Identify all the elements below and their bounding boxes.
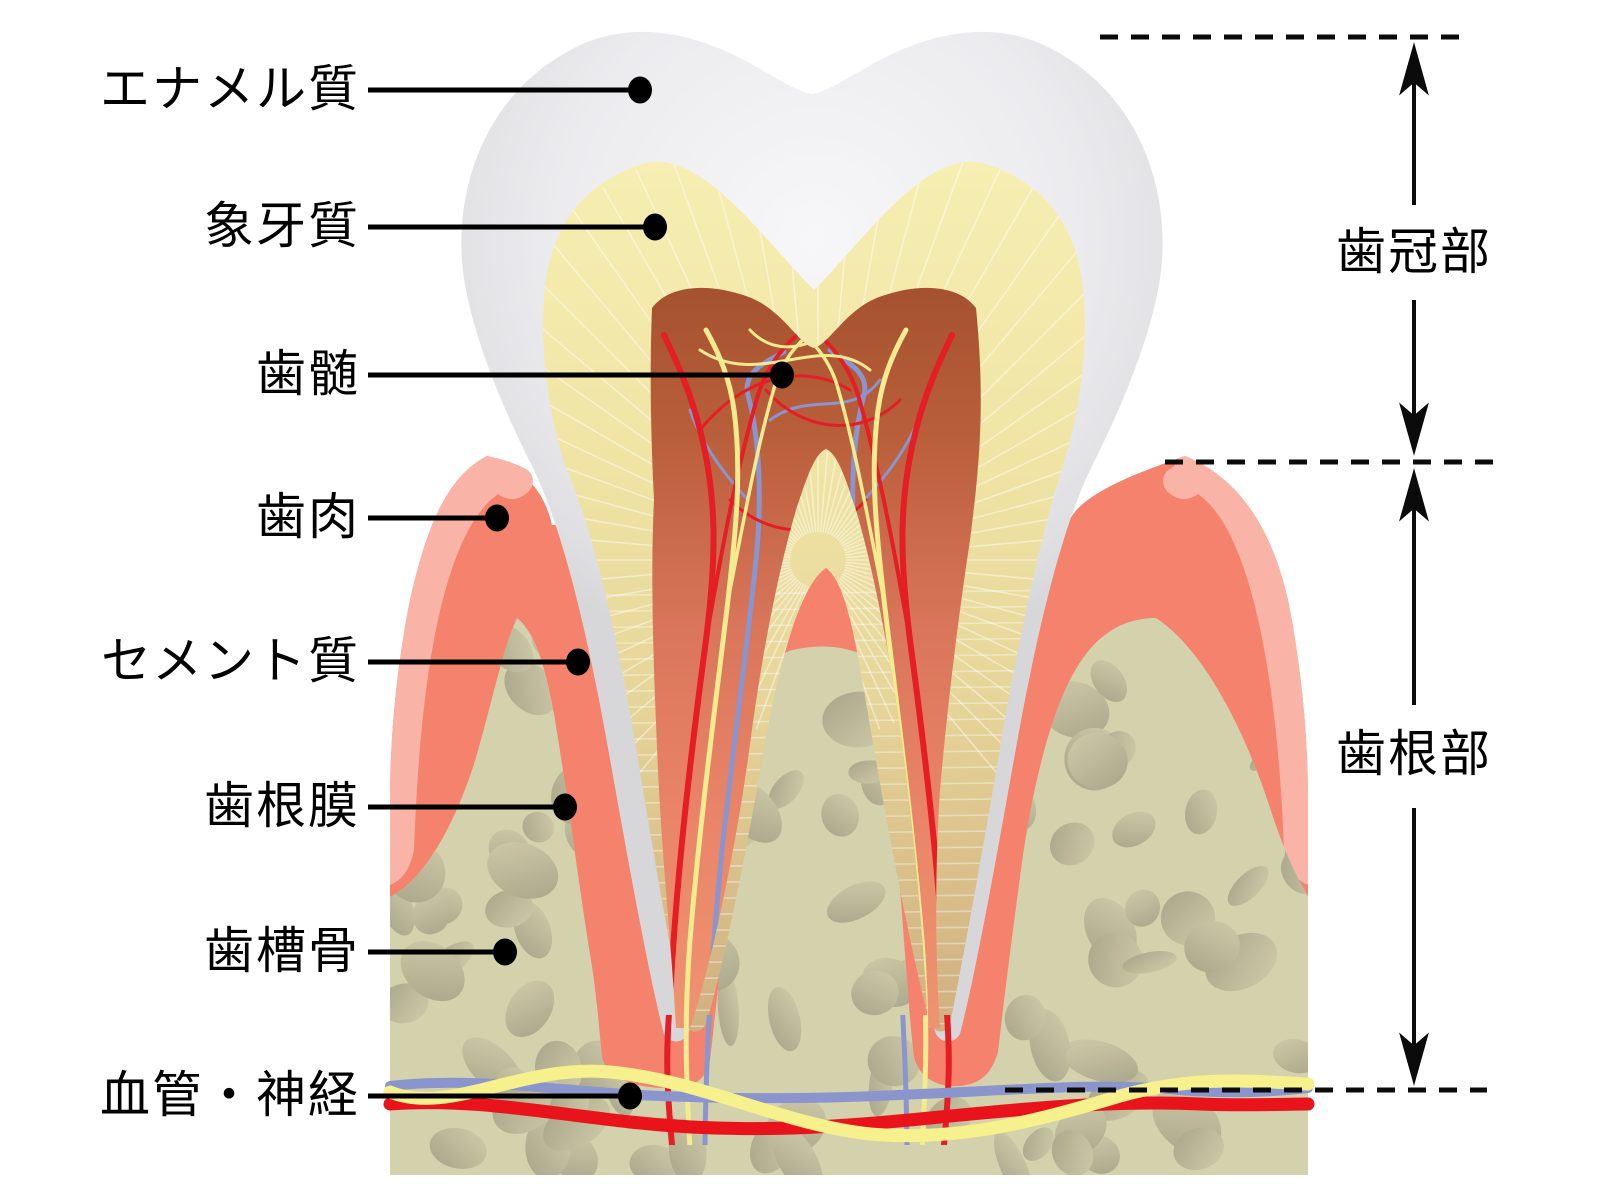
arrow-up-icon [1399, 468, 1429, 522]
arrow-up-icon [1399, 42, 1429, 96]
gum-light-rim-right [1163, 456, 1308, 885]
arrow-down-icon [1399, 1032, 1429, 1086]
label-root-section: 歯根部 [1336, 725, 1492, 783]
label-enamel: エナメル質 [100, 60, 360, 118]
label-pulp: 歯髄 [256, 345, 360, 403]
section-markers [1005, 34, 1495, 1093]
crown-bracket-arrow [1399, 42, 1429, 456]
label-periodontal-ligament: 歯根膜 [204, 777, 360, 835]
leader-dot-alveolar-bone [493, 938, 517, 966]
label-cementum: セメント質 [101, 632, 360, 690]
red-vessel [383, 1096, 1315, 1136]
label-dentin: 象牙質 [204, 197, 360, 255]
label-crown-section: 歯冠部 [1336, 223, 1492, 281]
yellow-nerve [383, 1064, 1315, 1143]
leader-dot-cementum [566, 648, 590, 676]
label-alveolar-bone: 歯槽骨 [204, 922, 360, 980]
leader-dot-gum [485, 504, 509, 532]
leader-dot-vessels-nerves [618, 1082, 642, 1110]
gum-light-rim-left [390, 456, 533, 885]
leader-dot-enamel [628, 76, 652, 104]
leader-dot-pulp [770, 361, 794, 389]
label-vessels-nerves: 血管・神経 [100, 1066, 360, 1124]
leader-dot-dentin [643, 213, 667, 241]
leader-dot-periodontal-ligament [553, 793, 577, 821]
arrow-down-icon [1399, 402, 1429, 456]
label-gum: 歯肉 [256, 488, 360, 546]
leader-lines [368, 76, 794, 1110]
root-bracket-arrow [1399, 468, 1429, 1086]
